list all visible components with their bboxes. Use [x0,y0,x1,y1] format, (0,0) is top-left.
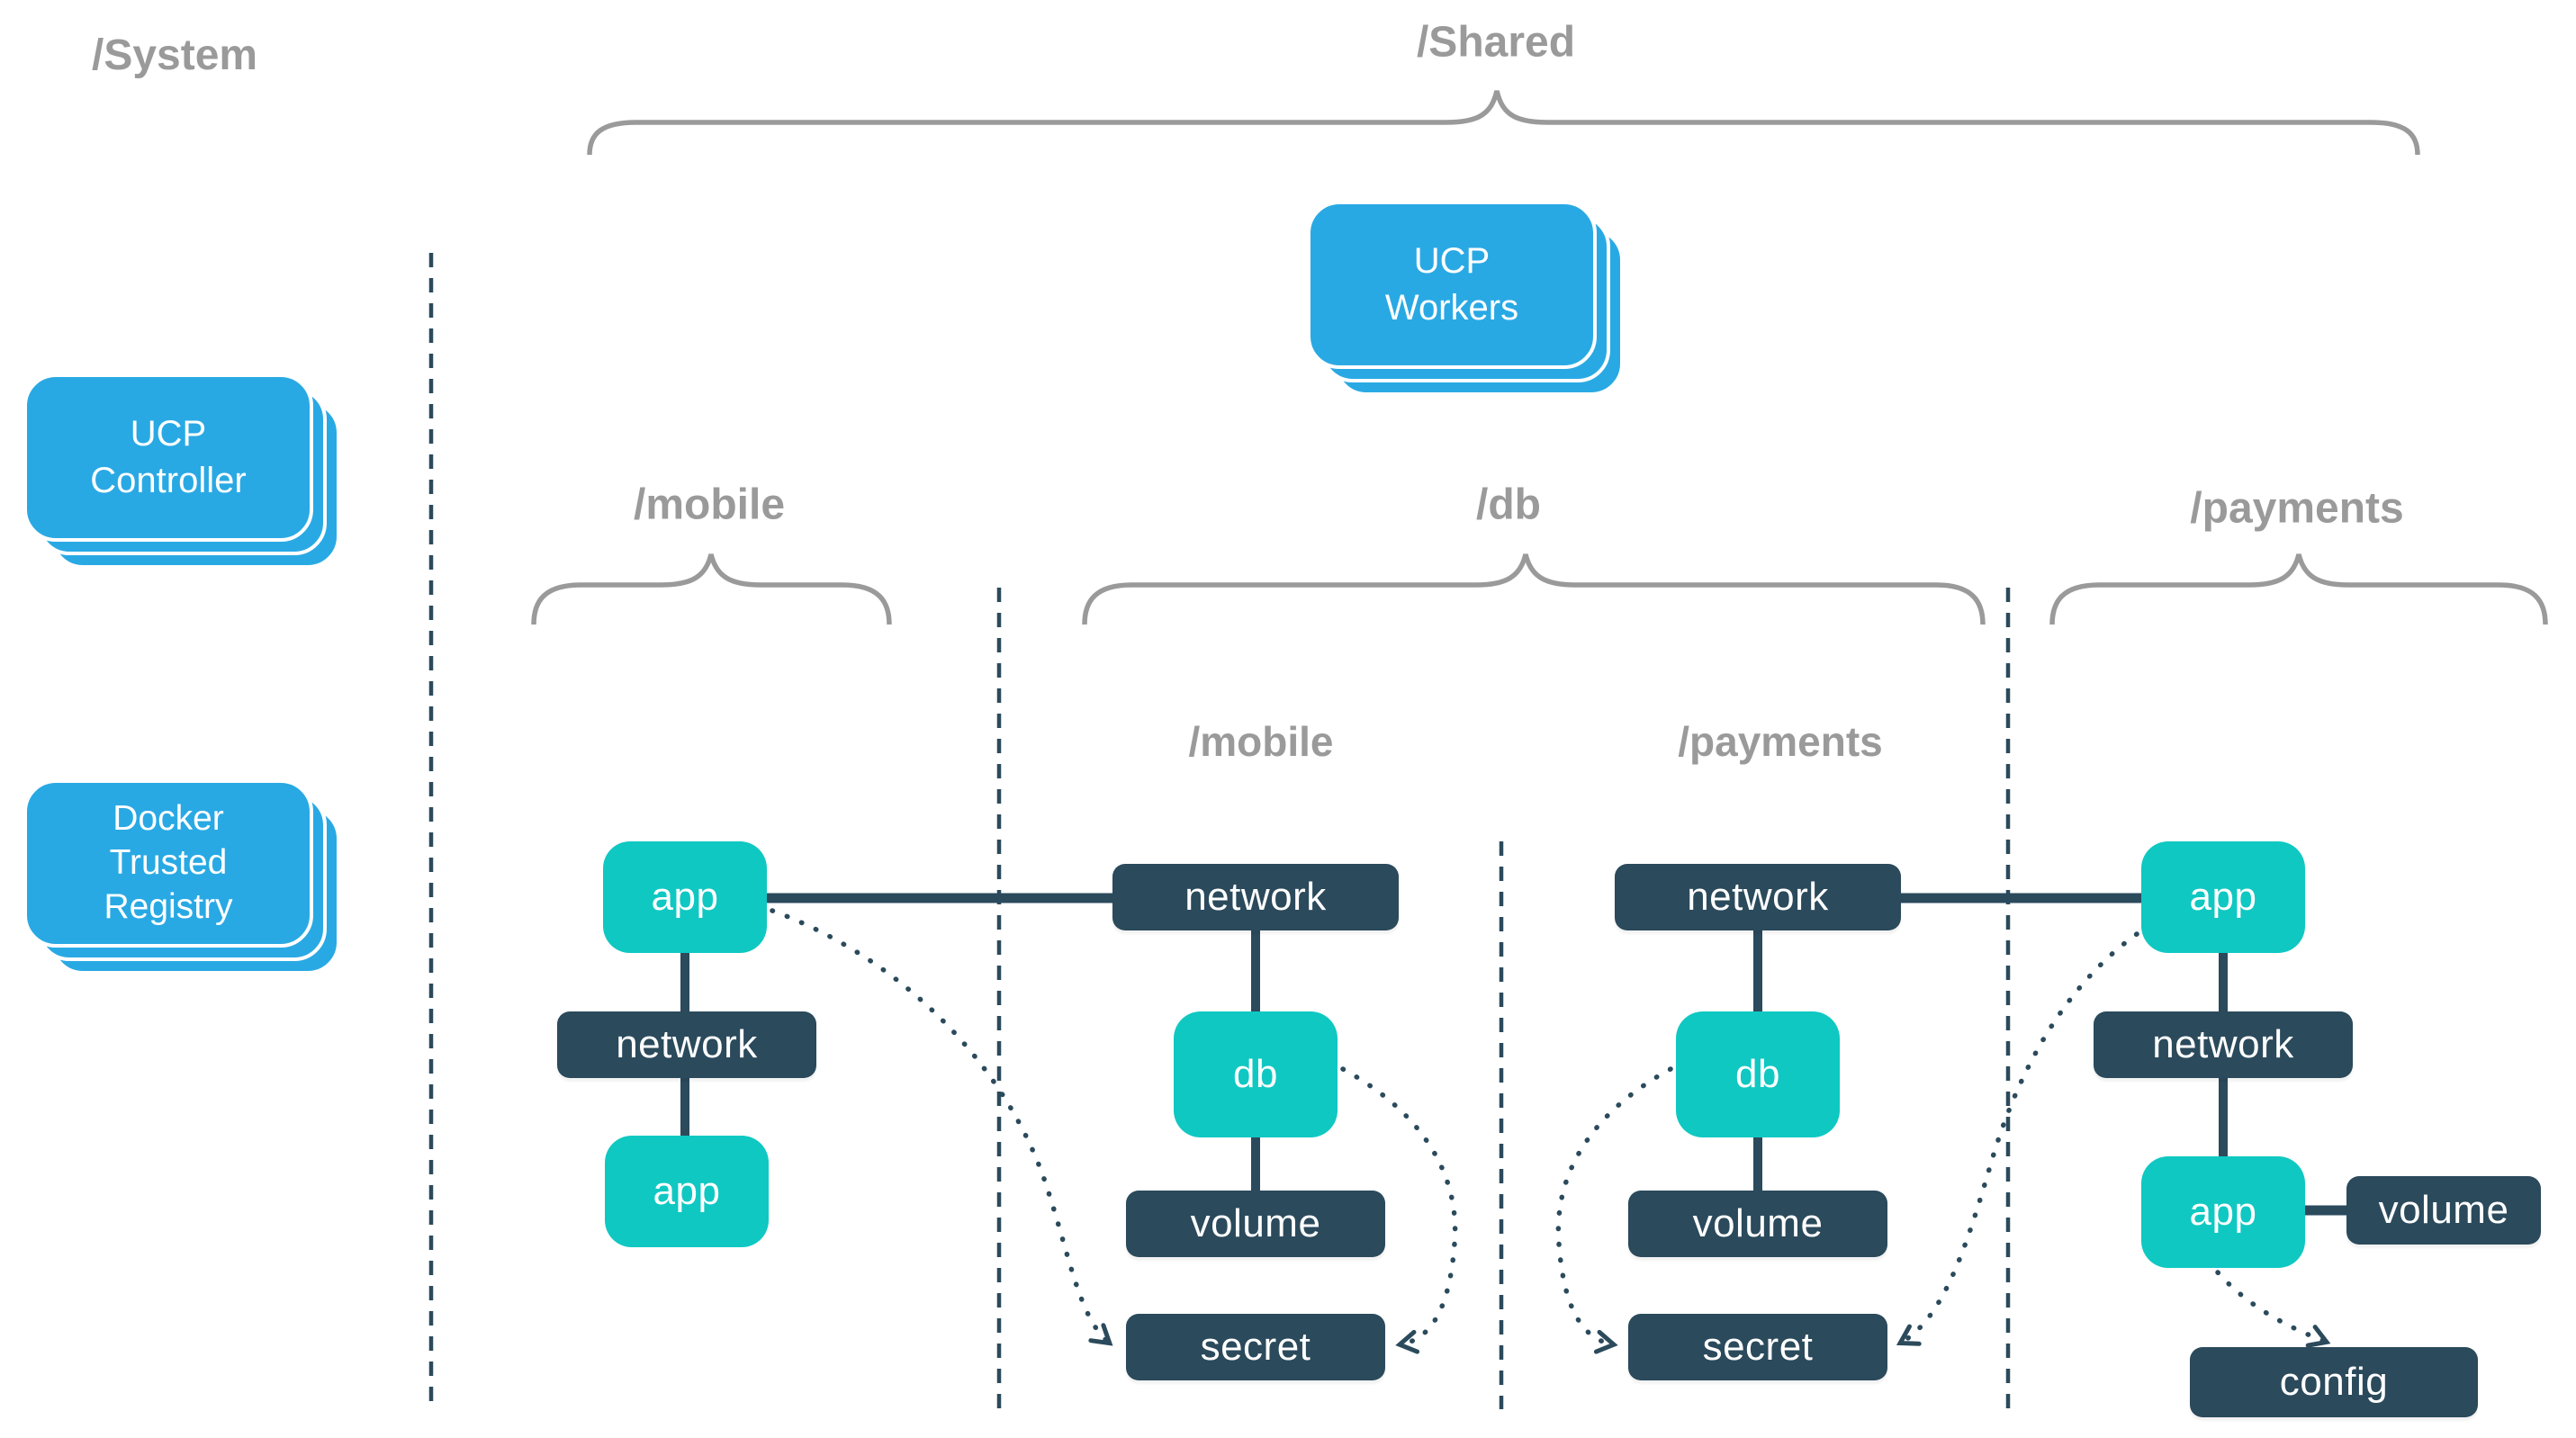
brace-shared [587,90,2420,156]
brace-db [1082,553,1986,625]
node-payments-app1: app [2141,841,2305,953]
dotted-app-to-config [2215,1270,2331,1348]
stack-ucp-controller: UCP Controller [23,373,342,571]
label-system: /System [92,31,258,79]
node-dbmobile-volume: volume [1126,1191,1385,1257]
label-shared: /Shared [1416,18,1576,67]
label-mobile: /mobile [633,481,786,529]
node-dbmobile-network: network [1112,864,1399,930]
label-db: /db [1476,481,1541,529]
dotted-mobileapp-to-secret [770,908,1113,1346]
card-front [23,779,313,948]
brace-mobile [531,553,892,625]
node-mobile-network: network [557,1011,816,1078]
label-payments: /payments [2190,484,2404,533]
card-front [1307,201,1597,369]
stack-ucp-workers: UCP Workers [1307,201,1626,398]
node-dbpayments-secret: secret [1628,1314,1887,1380]
node-payments-volume: volume [2346,1176,2541,1245]
node-payments-app2: app [2141,1156,2305,1268]
node-mobile-app1: app [603,841,767,953]
node-mobile-app2: app [605,1136,769,1247]
node-dbmobile-db: db [1174,1011,1338,1137]
dotted-paymentsapp-to-secret [1896,931,2139,1346]
stack-label-docker-trusted-registry: Docker Trusted Registry [104,799,233,926]
node-dbpayments-network: network [1615,864,1901,930]
label-db-sub-mobile: /mobile [1188,718,1334,765]
stack-docker-trusted-registry: Docker Trusted Registry [23,779,342,976]
node-dbpayments-volume: volume [1628,1191,1887,1257]
label-db-sub-payments: /payments [1678,718,1883,765]
node-dbmobile-secret: secret [1126,1314,1385,1380]
stack-label-ucp-controller: UCP Controller [90,414,247,500]
card-front [23,373,313,542]
brace-payments [2049,553,2548,625]
node-payments-network: network [2094,1011,2353,1078]
stack-label-ucp-workers: UCP Workers [1384,241,1519,328]
node-payments-config: config [2190,1347,2478,1417]
node-dbpayments-db: db [1676,1011,1840,1137]
